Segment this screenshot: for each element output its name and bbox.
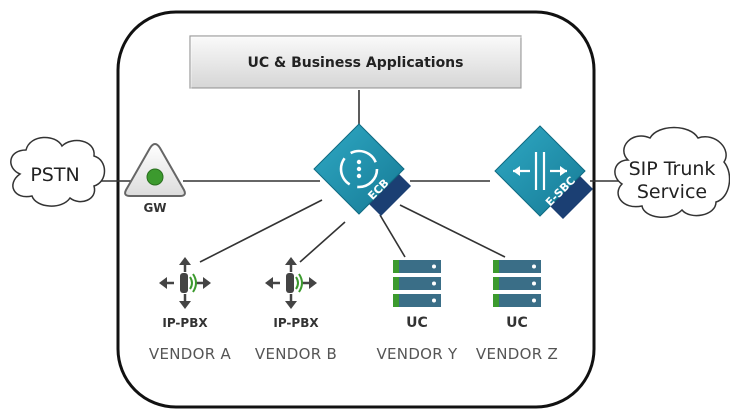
- uc-business-apps-banner: UC & Business Applications: [189, 35, 523, 90]
- uc-server-vendor-y: UC VENDOR Y: [376, 260, 458, 363]
- esbc-diamond-icon: [494, 125, 586, 217]
- server-stack-icon: [393, 260, 441, 307]
- link-ecb-uc-z: [399, 204, 506, 258]
- pstn-label: PSTN: [30, 164, 79, 186]
- uc-server-vendor-z: UC VENDOR Z: [476, 260, 558, 363]
- gateway-label: GW: [143, 201, 166, 215]
- link-ecb-pbx-b: [299, 221, 346, 263]
- vendor-label: VENDOR B: [255, 345, 337, 363]
- ip-pbx-label: IP-PBX: [273, 316, 319, 330]
- esbc-node: E-SBC: [494, 125, 593, 219]
- uc-label: UC: [406, 315, 428, 331]
- ecb-refresh-icon: [339, 149, 379, 189]
- link-ecb-uc-y: [379, 214, 406, 258]
- banner-label: UC & Business Applications: [247, 55, 463, 71]
- vendor-label: VENDOR A: [149, 345, 232, 363]
- uc-label: UC: [506, 315, 528, 331]
- server-stack-icon: [493, 260, 541, 307]
- connection-lines: [95, 90, 620, 263]
- ip-pbx-label: IP-PBX: [162, 316, 208, 330]
- pstn-cloud: PSTN: [10, 136, 106, 207]
- sip-trunk-label-line1: SIP Trunk: [629, 158, 716, 180]
- ip-pbx-phone-icon: [265, 257, 317, 309]
- gateway-node: GW: [124, 143, 186, 215]
- esbc-bidirectional-arrows-icon: [513, 152, 567, 190]
- vendor-label: VENDOR Y: [376, 345, 458, 363]
- ip-pbx-vendor-b: IP-PBX VENDOR B: [255, 257, 337, 363]
- sip-trunk-cloud: SIP Trunk Service: [614, 126, 730, 218]
- ip-pbx-phone-icon: [159, 257, 211, 309]
- vendor-label: VENDOR Z: [476, 345, 558, 363]
- gateway-status-light-icon: [146, 168, 164, 186]
- ip-pbx-vendor-a: IP-PBX VENDOR A: [149, 257, 232, 363]
- sip-trunk-label-line2: Service: [637, 181, 707, 203]
- link-ecb-pbx-a: [199, 199, 323, 263]
- ecb-node: ECB: [313, 123, 411, 216]
